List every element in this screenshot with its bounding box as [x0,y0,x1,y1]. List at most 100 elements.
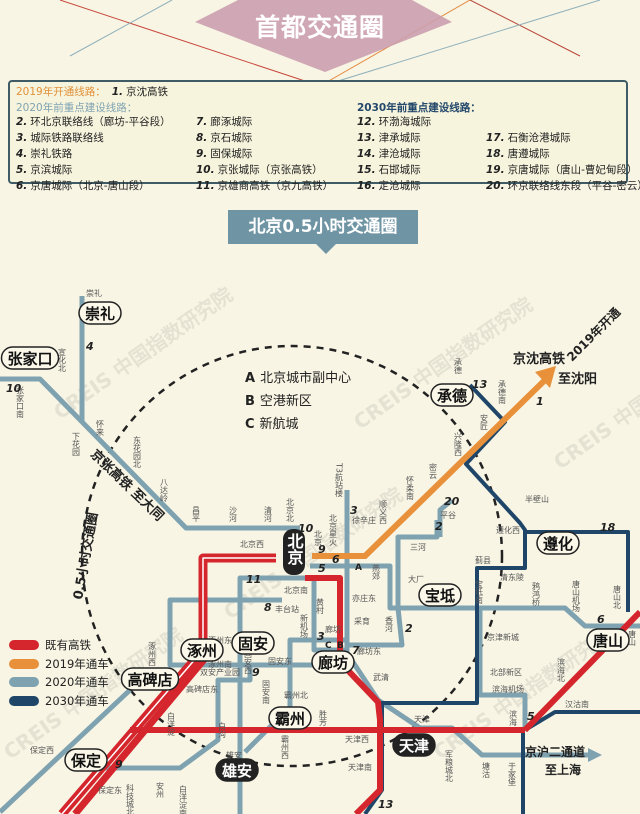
city-label: 天津 [399,737,429,755]
city-badge [586,628,630,652]
station-label: 固安西 [244,650,253,675]
title-diamond [195,0,452,72]
line-9 [95,665,253,771]
station-label: 高碑店东 [186,684,218,694]
city-badge-beijing [283,529,305,575]
station-label: 沙河 [229,506,238,522]
station-label: 蓟县 [475,555,491,565]
legend-line-item: 15.石邯城际 [357,164,421,176]
station-label: 滨海机场 [492,684,524,694]
line-number-label: 10 [6,382,22,395]
line-2 [345,520,440,648]
station-label: 遵化西 [496,525,520,535]
jingshen-label: 京沈高铁 [513,351,565,367]
station-label: 于家堡 [508,762,517,786]
station-label: 双安产业园 [200,667,240,677]
station-label: 白洋淀 [167,711,176,737]
line-number-label: 9 [252,666,260,679]
line-number-label: 3 [350,504,358,517]
line-number-label: 2 [435,520,443,533]
city-label: 涿州 [187,642,217,660]
line-number-label: 11 [246,573,261,586]
station-label: 北京 [314,530,323,547]
heading-2030: 2030年前重点建设线路： [357,102,481,114]
legend-line-item: 18.唐遵城际 [486,148,550,160]
station-label: 安州 [156,781,165,798]
station-label: 半壁山 [525,494,549,504]
line-number-label: A [355,563,362,573]
legend-line-item: 13.津承城际 [357,132,421,144]
legend-line-item: 5.京滨城际 [16,164,73,176]
station-label: 亦庄东 [352,593,376,603]
line-1-jingshen [312,377,548,559]
station-label: 廊坊 [325,624,341,634]
station-label: 张家口南 [16,386,25,418]
station-label: 安匠 [480,413,489,430]
legend-swatch [9,658,39,669]
station-label: 怀来 [96,419,105,437]
line-number-label: 13 [378,798,394,811]
legend-swatch [9,695,39,706]
legend-line-item: 3.城际铁路联络线 [16,132,104,144]
circle-label: 0.5小时交通圈 [70,511,101,600]
legend-entry: 2019年通车 [9,655,109,674]
legend-line-item: 7.廊涿城际 [196,116,253,128]
station-label: 顺义西 [379,500,388,525]
station-label: 宝坻南 [475,579,484,604]
station-label: 唐山 [628,629,637,647]
station-label: 白洋淀南 [179,784,188,814]
city-label: 遵化 [543,535,573,553]
line-number-label: 4 [85,340,94,353]
watermark-text: CREIS 中国指数研究院 [49,283,237,425]
legend-line-item: 19.京唐城际（唐山-曹妃甸段） [486,164,638,176]
city-badge [120,667,180,691]
line-number-label: 2 [405,622,413,635]
legend-line-item: 2.环北京联络线（廊坊-平谷段） [16,116,171,128]
city-label: 廊坊 [318,654,348,672]
legend-swatch [9,677,39,687]
station-label: 承德南 [498,380,507,404]
line-number-label: 7 [352,644,360,657]
to-shenyang-label: 至沈阳 [558,371,597,387]
station-label: 武清 [373,672,389,682]
legend-line-item: 9.固保城际 [196,148,253,160]
line-number-label: 5 [527,710,535,723]
station-label: 崇礼 [86,288,102,298]
station-label: 东花园北 [133,435,142,469]
page-title: 首都交通圈 [254,13,385,42]
city-label: 崇礼 [85,305,115,323]
city-label: 固安 [238,635,268,653]
line-number-label: 18 [600,521,616,534]
legend-entry: 2030年通车 [9,692,109,711]
to-shanghai-label: 至上海 [545,762,581,777]
station-label: 保定东 [98,785,122,795]
city-badge [392,733,436,757]
legend-line-item: 11.京雄商高铁（京九高铁） [196,180,334,192]
station-label: 三河 [410,542,426,552]
lines-existing [58,553,640,814]
city-badge [215,758,259,782]
station-label: 滨海北 [557,657,566,683]
line-number-label: 10 [298,522,314,535]
city-badge [536,531,580,555]
header-decoration [59,0,601,87]
line-11 [237,575,312,814]
station-label: 昌平 [192,506,201,523]
station-label: 新机场 [300,613,309,639]
jingzhang-label: 京张高铁 至大同 [87,446,167,524]
line-number-label: 1 [536,395,544,408]
station-label: 霸州西 [281,735,290,760]
station-label: 涿州东 [208,635,232,645]
station-label: 塘沽 [482,761,491,779]
station-label: 清河 [264,505,273,522]
station-label: 固安东 [268,656,292,666]
station-label: 承德 [454,358,463,375]
station-label: 北京星火 [329,514,338,546]
station-label: 涿州南 [208,659,232,669]
line-number-label: 6 [332,553,340,566]
